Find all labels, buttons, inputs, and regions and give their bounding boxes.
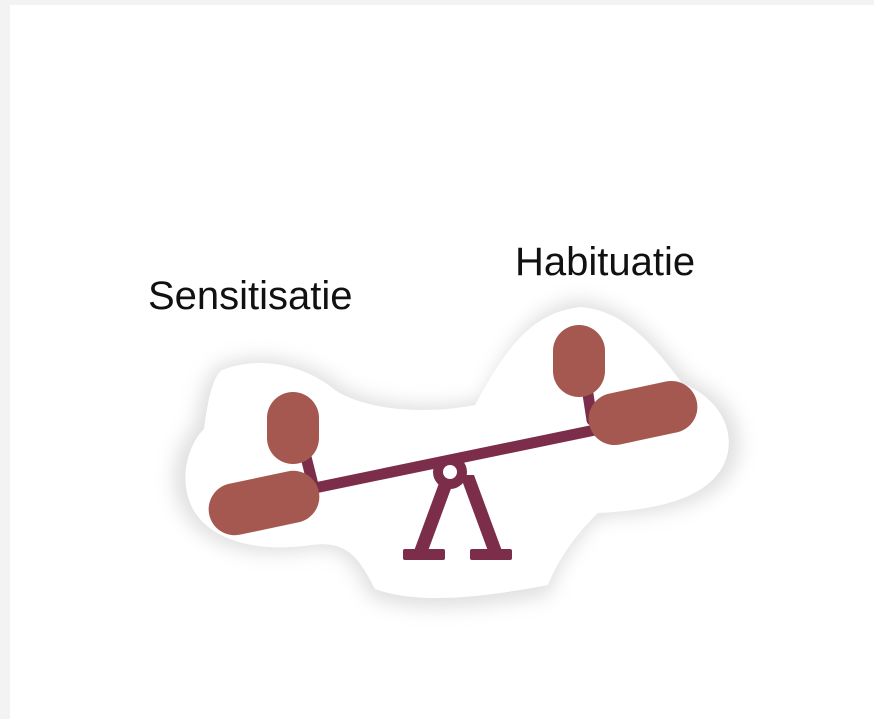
left-handle-grip (267, 392, 319, 464)
right-handle-grip (553, 325, 605, 397)
slide-canvas: Sensitisatie Habituatie (10, 5, 874, 719)
sticker-outline (185, 307, 728, 598)
seesaw-pivot (433, 455, 467, 489)
seesaw-icon (10, 5, 874, 719)
